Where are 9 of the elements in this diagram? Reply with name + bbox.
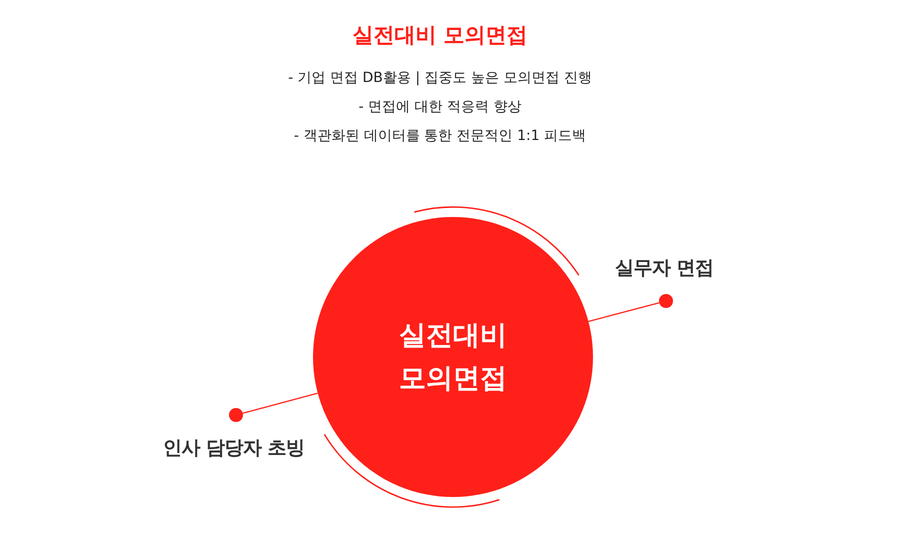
bullet-text: - 면접에 대한 적응력 향상 (358, 98, 522, 117)
connector-line (242, 392, 318, 414)
title: 실전대비 모의면접 (352, 22, 528, 49)
node-text: 실전대비 모의면접 (398, 319, 508, 396)
caption-text: 인사 담당자 초빙 (163, 436, 305, 461)
node-caption: 실무자 면접 (615, 256, 714, 281)
connector-line (588, 302, 660, 322)
bullet-text: - 기업 면접 DB활용 | 집중도 높은 모의면접 진행 (288, 69, 592, 88)
bullet-text: - 객관화된 데이터를 통한 전문적인 1:1 피드백 (294, 127, 586, 146)
